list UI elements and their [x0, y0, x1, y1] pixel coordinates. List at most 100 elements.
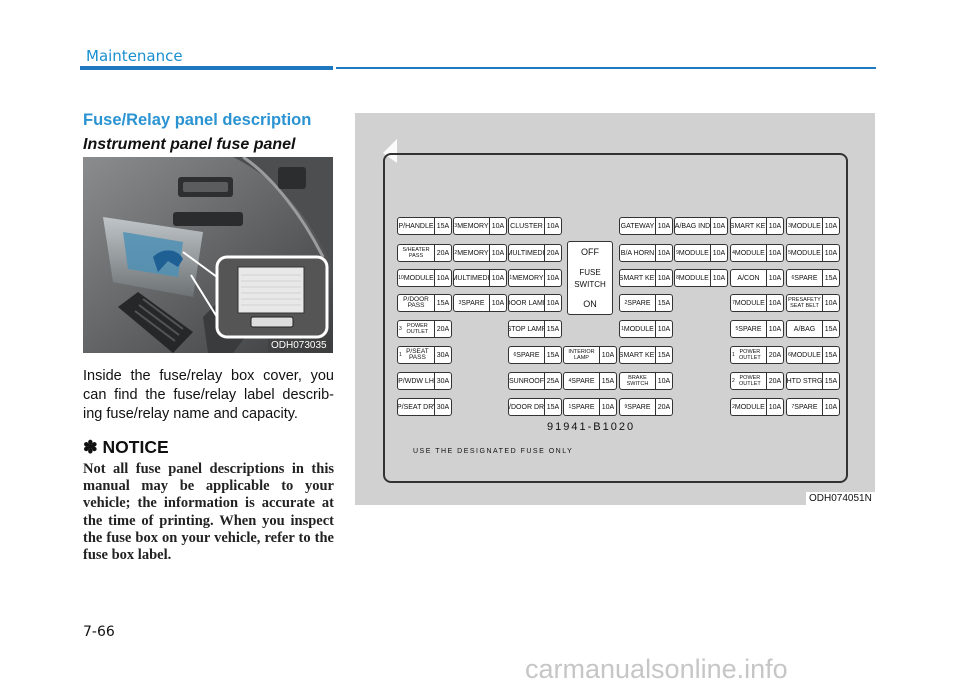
fuse-name: CLUSTER: [509, 218, 544, 234]
fuse-name-text: POWER OUTLET: [739, 348, 761, 362]
fuse-index: 2: [454, 249, 458, 256]
fuse-name-text: SPARE: [794, 403, 818, 411]
fuse-name-text: MODULE: [734, 403, 765, 411]
fuse-switch: OFF FUSE SWITCH ON: [567, 241, 613, 315]
fuse-index: 2: [732, 403, 735, 410]
fuse-name: 2SMART KEY: [620, 347, 655, 363]
watermark: carmanualsonline.info: [525, 654, 788, 684]
fuse-rating: 10A: [655, 245, 672, 261]
fuse-name: P/HANDLE: [398, 218, 434, 234]
fuse-name-text: MODULE: [734, 249, 765, 257]
fuse-rating: 10A: [434, 270, 451, 286]
fuse-rating: 25A: [544, 373, 561, 389]
fuse-name-text: P/DOOR DRV: [509, 403, 544, 411]
fuse-name: A/CON: [731, 270, 766, 286]
fuse-name-text: SUNROOF: [509, 377, 544, 385]
fuse-rating: 20A: [544, 245, 561, 261]
notice-text: Not all fuse panel descriptions in this …: [83, 461, 334, 564]
fuse-switch-off: OFF: [581, 247, 599, 257]
fuse-rating: 15A: [655, 295, 672, 311]
fuse-switch-switch: SWITCH: [574, 280, 606, 289]
fuse-rating: 20A: [434, 321, 451, 337]
fuse-name-text: BRAKE SWITCH: [626, 374, 649, 388]
fuse-slot: 1MULTIMEDIA20A: [508, 244, 562, 262]
fuse-name-text: SPARE: [571, 377, 595, 385]
fuse-name-text: INTERIOR LAMP: [568, 348, 595, 362]
fuse-rating: 10A: [655, 218, 672, 234]
fuse-rating: 30A: [434, 347, 451, 363]
fuse-index: 1: [732, 351, 735, 358]
fuse-name-text: MEMORY: [457, 222, 489, 230]
fuse-rating: 10A: [544, 218, 561, 234]
fuse-name-text: MODULE: [790, 249, 821, 257]
fuse-name: S/HEATER PASS: [398, 245, 434, 261]
fuse-board-frame: [383, 153, 848, 483]
page-number: 7-66: [83, 624, 115, 640]
fuse-rating: 30A: [434, 373, 451, 389]
fuse-name-text: A/BAG: [793, 325, 816, 333]
fuse-name-text: CLUSTER: [510, 222, 543, 230]
fuse-name-text: MEMORY: [457, 249, 489, 257]
fuse-name: SUNROOF: [509, 373, 544, 389]
fuse-name-text: MODULE: [678, 249, 709, 257]
fuse-name-text: P/SEAT PASS: [406, 347, 429, 361]
fuse-slot: STOP LAMP15A: [508, 320, 562, 338]
fuse-index: 3: [788, 222, 791, 229]
fuse-name: GATEWAY: [620, 218, 655, 234]
fuse-index: 1: [568, 403, 572, 410]
part-number: 91941-B1020: [547, 421, 636, 433]
fuse-name-text: MODULE: [790, 222, 821, 230]
fuse-index: 1: [509, 274, 513, 281]
fuse-name: 1P/SEAT DRV: [398, 399, 434, 415]
fuse-slot: 1P/SEAT DRV30A: [397, 398, 452, 416]
fuse-index: 2: [732, 377, 735, 384]
fuse-name-text: SMART KEY: [620, 274, 655, 282]
fuse-rating: 10A: [655, 270, 672, 286]
fuse-index: 7: [732, 299, 735, 306]
fuse-index: 10: [398, 274, 404, 281]
fuse-name: PRESAFETY SEAT BELT: [787, 295, 822, 311]
fuse-name-text: SPARE: [516, 351, 540, 359]
fuse-name-text: GATEWAY: [620, 222, 655, 230]
fuse-rating: 20A: [434, 245, 451, 261]
fuse-rating: 15A: [544, 347, 561, 363]
fuse-name-text: SPARE: [571, 403, 595, 411]
fuse-rating: 10A: [822, 245, 839, 261]
fuse-index: 1: [621, 325, 624, 332]
fuse-name: A/BAG IND: [675, 218, 710, 234]
fuse-rating: 15A: [822, 373, 839, 389]
fuse-rating: 10A: [766, 218, 783, 234]
fuse-name-text: HTD STRG: [787, 377, 822, 385]
fuse-rating: 10A: [710, 218, 727, 234]
fuse-name: HTD STRG: [787, 373, 822, 389]
fuse-index: 9: [624, 403, 628, 410]
fuse-rating: 20A: [766, 347, 783, 363]
fuse-name-text: MULTIMEDIA: [454, 274, 489, 282]
